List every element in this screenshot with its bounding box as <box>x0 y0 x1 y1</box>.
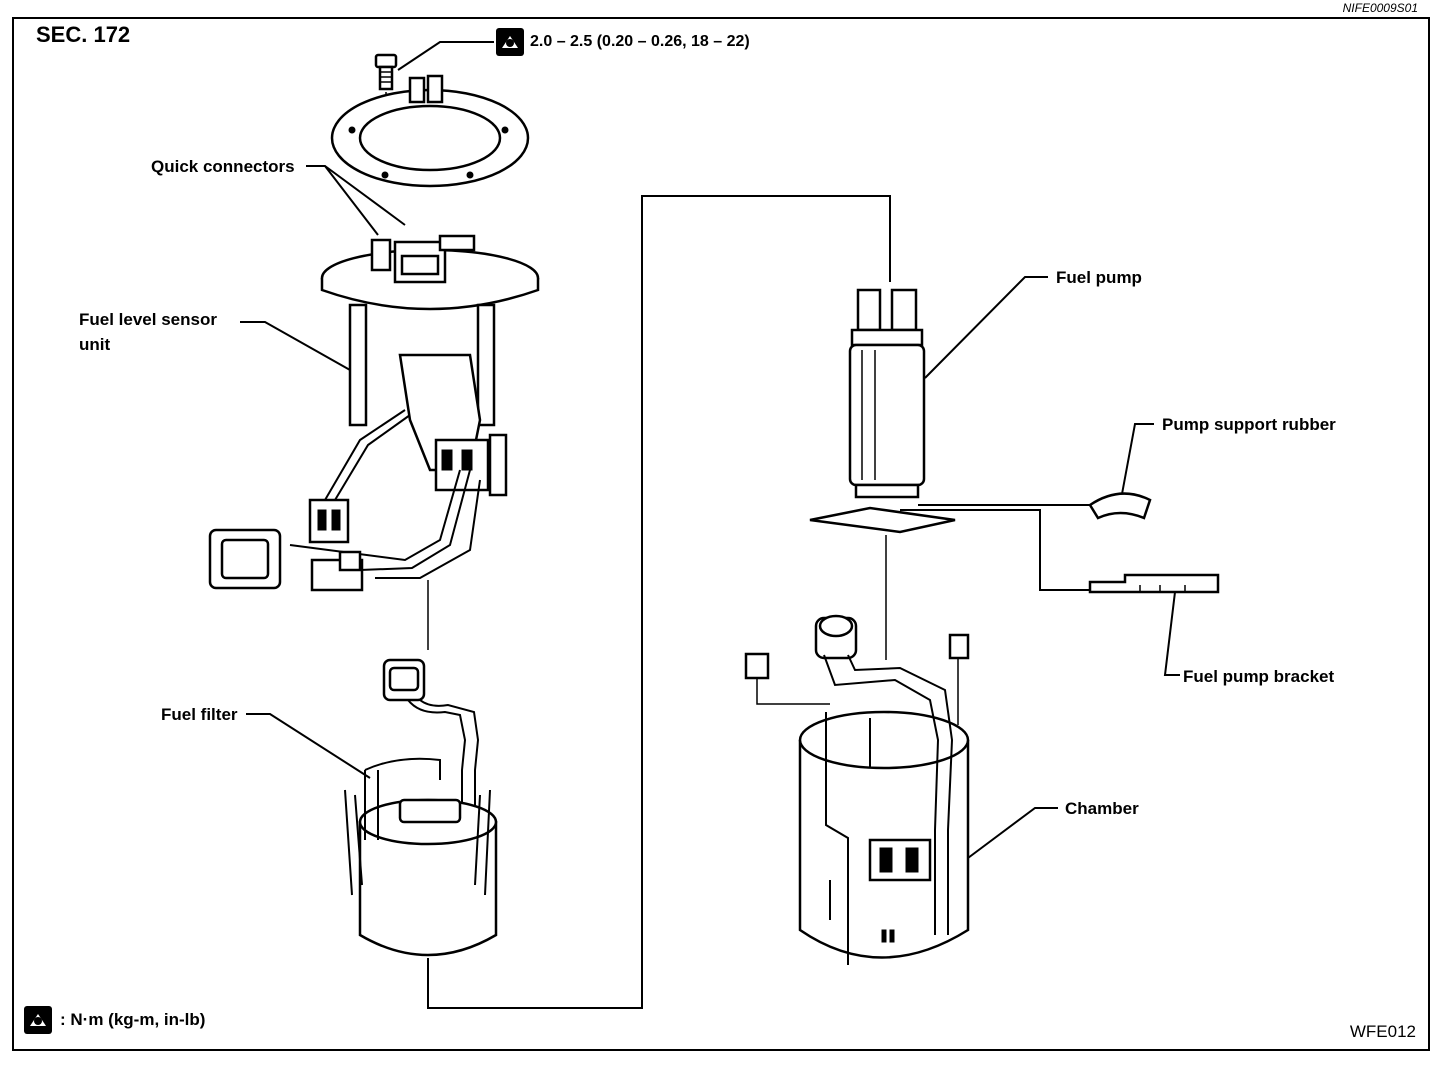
mounting-bolt <box>374 53 398 91</box>
filter-to-pump-line <box>427 195 891 1009</box>
fuel-level-sensor-leader <box>240 321 351 371</box>
section-number: SEC. 172 <box>36 22 131 47</box>
fuel-pump-leader <box>924 276 1048 379</box>
torque-wrench-icon <box>496 28 524 56</box>
label-fuel-level-sensor-line2: unit <box>79 335 111 354</box>
fuel-pump-bracket-leader <box>1163 591 1180 676</box>
fuel-pump-bracket <box>1088 573 1220 594</box>
label-pump-support-rubber: Pump support rubber <box>1162 415 1336 434</box>
pump-support-rubber <box>1088 492 1152 520</box>
chamber-leader <box>967 807 1058 859</box>
fuel-filter-leader <box>246 713 371 779</box>
pump-support-rubber-leader <box>1121 423 1154 495</box>
fuel-level-sensor-unit <box>208 234 540 592</box>
quick-connectors-leader <box>306 165 406 236</box>
label-fuel-level-sensor-line1: Fuel level sensor <box>79 310 217 329</box>
torque-leader-line <box>397 41 494 71</box>
fuel-filter <box>344 658 498 957</box>
torque-wrench-icon <box>24 1006 52 1034</box>
chamber <box>744 614 970 965</box>
label-quick-connectors: Quick connectors <box>151 157 295 176</box>
fuel-pump <box>809 288 956 534</box>
label-chamber: Chamber <box>1065 799 1139 818</box>
pump-to-bracket-line <box>900 509 1090 591</box>
figure-code: WFE012 <box>1349 1022 1416 1041</box>
torque-spec: 2.0 – 2.5 (0.20 – 0.26, 18 – 22) <box>530 33 750 50</box>
retaining-ring <box>330 74 530 188</box>
label-fuel-pump: Fuel pump <box>1056 268 1142 287</box>
label-fuel-pump-bracket: Fuel pump bracket <box>1183 667 1335 686</box>
diagram-frame <box>12 17 1430 1051</box>
document-id: NIFE0009S01 <box>1342 1 1418 15</box>
label-fuel-filter: Fuel filter <box>161 705 238 724</box>
torque-unit-legend: : N·m (kg-m, in-lb) <box>60 1010 206 1029</box>
